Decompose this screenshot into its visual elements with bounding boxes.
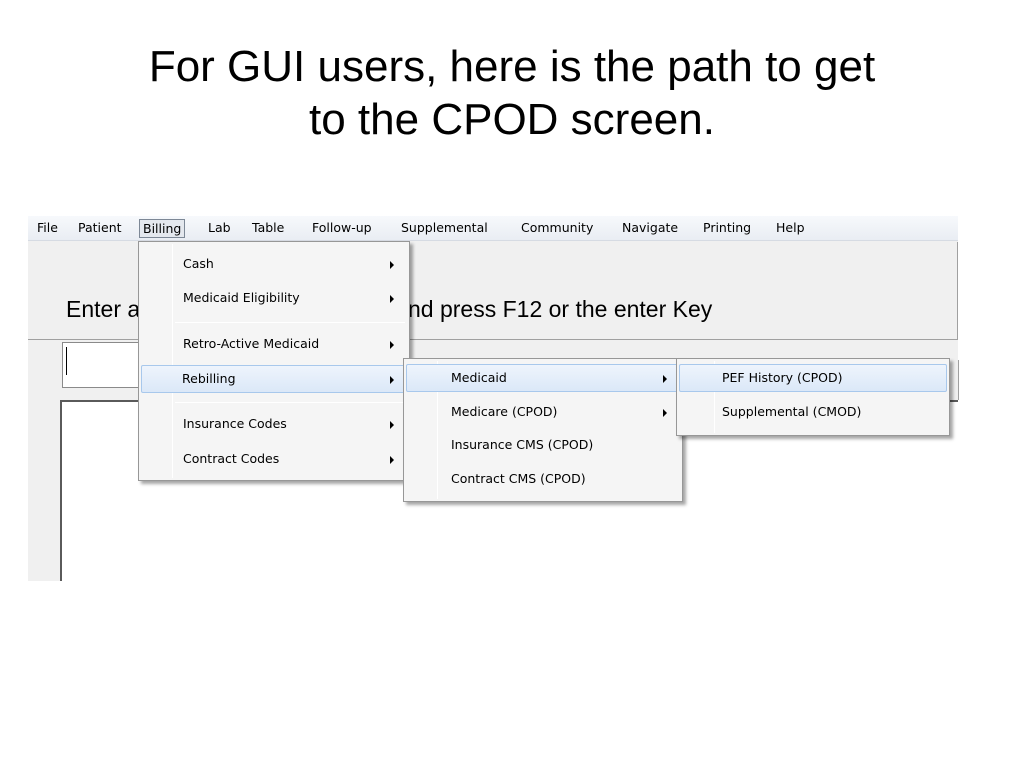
- menu-item-medicare-cpod[interactable]: Medicare (CPOD): [406, 398, 680, 426]
- submenu-arrow-icon: [390, 341, 394, 349]
- submenu-arrow-icon: [390, 261, 394, 269]
- menu-item-label: Contract Codes: [183, 451, 280, 466]
- menu-supplemental[interactable]: Supplemental: [401, 220, 488, 235]
- menu-item-rebilling[interactable]: Rebilling: [141, 365, 407, 393]
- menu-item-label: Cash: [183, 256, 214, 271]
- menu-billing[interactable]: Billing: [139, 219, 186, 238]
- menu-item-label: Contract CMS (CPOD): [451, 471, 586, 486]
- menu-gutter: [172, 244, 173, 478]
- slide-title-line-2: to the CPOD screen.: [309, 95, 715, 144]
- menu-follow-up[interactable]: Follow-up: [312, 220, 372, 235]
- submenu-arrow-icon: [390, 421, 394, 429]
- app-screenshot: File Patient Billing Lab Table Follow-up…: [28, 216, 959, 581]
- menu-bar: File Patient Billing Lab Table Follow-up…: [28, 216, 958, 241]
- menu-item-label: Medicaid: [451, 370, 507, 385]
- menu-item-cash[interactable]: Cash: [141, 250, 407, 278]
- menu-gutter: [714, 361, 715, 433]
- menu-separator: [175, 322, 405, 323]
- menu-item-label: Medicare (CPOD): [451, 404, 558, 419]
- submenu-arrow-icon: [663, 409, 667, 417]
- menu-item-pef-history-cpod[interactable]: PEF History (CPOD): [679, 364, 947, 392]
- text-caret: [66, 347, 67, 375]
- submenu-arrow-icon: [390, 295, 394, 303]
- submenu-arrow-icon: [390, 456, 394, 464]
- panel-divider: [958, 360, 959, 400]
- menu-lab[interactable]: Lab: [208, 220, 231, 235]
- prompt-text-left: Enter a: [66, 296, 141, 322]
- menu-item-contract-cms-cpod[interactable]: Contract CMS (CPOD): [406, 465, 680, 493]
- menu-navigate[interactable]: Navigate: [622, 220, 679, 235]
- menu-item-label: Insurance Codes: [183, 416, 287, 431]
- menu-printing[interactable]: Printing: [703, 220, 752, 235]
- rebilling-submenu: Medicaid Medicare (CPOD) Insurance CMS (…: [403, 358, 683, 502]
- menu-item-medicaid-eligibility[interactable]: Medicaid Eligibility: [141, 284, 407, 312]
- menu-item-insurance-cms-cpod[interactable]: Insurance CMS (CPOD): [406, 431, 680, 459]
- menu-item-label: Rebilling: [182, 371, 236, 386]
- menu-item-label: Supplemental (CMOD): [722, 404, 862, 419]
- prompt-text-right: nd press F12 or the enter Key: [408, 296, 713, 322]
- menu-item-label: Insurance CMS (CPOD): [451, 437, 594, 452]
- menu-separator: [175, 402, 405, 403]
- submenu-arrow-icon: [390, 376, 394, 384]
- menu-table[interactable]: Table: [252, 220, 285, 235]
- menu-item-label: Medicaid Eligibility: [183, 290, 300, 305]
- menu-file[interactable]: File: [37, 220, 58, 235]
- menu-help[interactable]: Help: [776, 220, 805, 235]
- menu-community[interactable]: Community: [521, 220, 594, 235]
- menu-item-insurance-codes[interactable]: Insurance Codes: [141, 410, 407, 438]
- submenu-arrow-icon: [663, 375, 667, 383]
- menu-item-retro-active-medicaid[interactable]: Retro-Active Medicaid: [141, 330, 407, 358]
- menu-item-label: Retro-Active Medicaid: [183, 336, 320, 351]
- menu-patient[interactable]: Patient: [78, 220, 122, 235]
- medicaid-submenu: PEF History (CPOD) Supplemental (CMOD): [676, 358, 950, 436]
- slide-title: For GUI users, here is the path to get t…: [40, 40, 984, 146]
- menu-item-medicaid[interactable]: Medicaid: [406, 364, 680, 392]
- menu-item-contract-codes[interactable]: Contract Codes: [141, 445, 407, 473]
- billing-menu: Cash Medicaid Eligibility Retro-Active M…: [138, 241, 410, 481]
- menu-gutter: [437, 361, 438, 499]
- menu-item-supplemental-cmod[interactable]: Supplemental (CMOD): [679, 398, 947, 426]
- slide-title-line-1: For GUI users, here is the path to get: [148, 42, 876, 91]
- menu-item-label: PEF History (CPOD): [722, 370, 843, 385]
